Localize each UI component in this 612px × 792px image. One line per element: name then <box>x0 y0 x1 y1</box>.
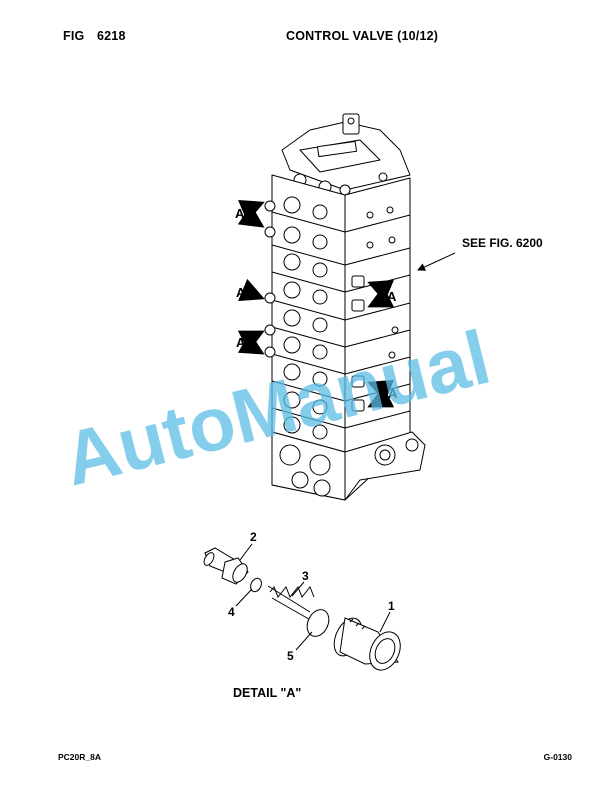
part-2-fitting <box>203 547 249 585</box>
port-arrows-right <box>367 280 395 408</box>
callout-1: 1 <box>388 599 395 613</box>
see-reference-leader <box>417 252 456 271</box>
part-4-o-ring <box>250 577 262 593</box>
part-3-spring <box>267 585 315 623</box>
callout-2: 2 <box>250 530 257 544</box>
footer-model-code: PC20R_8A <box>58 752 101 762</box>
port-arrows-left <box>237 200 265 355</box>
control-valve-assembly <box>264 113 426 501</box>
callout-5: 5 <box>287 649 294 663</box>
fig-number: 6218 <box>97 29 126 43</box>
part-1-plug <box>333 617 401 671</box>
callout-3: 3 <box>302 569 309 583</box>
detail-a-parts <box>203 547 401 671</box>
callout-leaders <box>235 543 391 651</box>
port-label-a-1: A <box>235 206 245 221</box>
port-label-a-4: A <box>387 289 397 304</box>
port-label-a-5: A <box>388 386 398 401</box>
fig-label: FIG <box>63 29 85 43</box>
callout-4: 4 <box>228 605 235 619</box>
sheet-title: CONTROL VALVE (10/12) <box>286 29 439 43</box>
detail-a-title: DETAIL "A" <box>233 686 301 700</box>
footer-page-code: G-0130 <box>543 752 572 762</box>
port-label-a-3: A <box>236 335 246 350</box>
part-5-o-ring <box>306 609 330 637</box>
see-figure-reference: SEE FIG. 6200 <box>462 236 543 250</box>
port-label-a-2: A <box>236 285 246 300</box>
